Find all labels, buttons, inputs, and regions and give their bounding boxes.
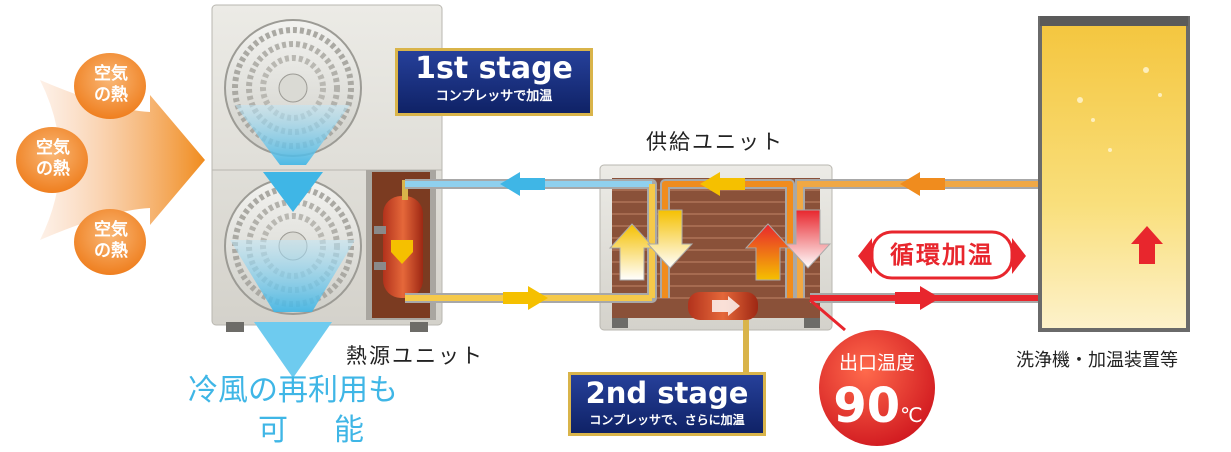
- washer-label: 洗浄機・加温装置等: [1016, 350, 1178, 371]
- heat-source-unit-label: 熱源ユニット: [346, 344, 484, 368]
- stage1-subtitle: コンプレッサで加温: [435, 89, 553, 104]
- stage2-compressor: [688, 292, 758, 372]
- stage2-box: 2nd stage コンプレッサで、さらに加温: [568, 372, 766, 436]
- stage1-title: 1st stage: [415, 51, 573, 86]
- outlet-temp-label: 出口温度: [838, 352, 915, 374]
- cold-air-out-arrow: [254, 322, 332, 378]
- circulation-label: 循環加温: [890, 241, 994, 269]
- water-tank: [1038, 16, 1190, 332]
- flow-arrow-hot: [895, 286, 940, 310]
- cold-air-cone: [235, 105, 350, 165]
- outlet-temp-value: 90: [833, 378, 901, 434]
- flow-arrow-return: [900, 172, 945, 196]
- heat-down-arrow: [784, 209, 832, 269]
- outlet-temp-unit: ℃: [900, 403, 923, 427]
- air-heat-label: 空気の熱: [94, 220, 128, 261]
- outlet-temp-badge: [819, 330, 935, 446]
- cold-air-arrow: [263, 172, 323, 212]
- stage1-box: 1st stage コンプレッサで加温: [395, 48, 593, 116]
- air-heat-bubble: [16, 127, 88, 193]
- air-heat-bubble: [74, 209, 146, 275]
- air-heat-bubble: [74, 53, 146, 119]
- air-heat-label: 空気の熱: [36, 138, 70, 179]
- circulation-badge: [870, 230, 1014, 280]
- flow-arrow-warm: [700, 172, 745, 196]
- cold-air-cone: [230, 240, 355, 312]
- supply-unit-label: 供給ユニット: [646, 130, 784, 154]
- hot-water-rising-arrow: [1131, 226, 1163, 264]
- outlet-temp-value-wrap: 90℃: [828, 378, 928, 434]
- air-inflow-arrow: [40, 80, 205, 240]
- stage2-title: 2nd stage: [585, 376, 749, 410]
- heat-up-arrow: [744, 223, 792, 281]
- flow-arrow-warm: [503, 286, 548, 310]
- cold-air-reuse-line2: 可 能: [258, 413, 372, 448]
- stage2-subtitle: コンプレッサで、さらに加温: [589, 413, 745, 427]
- cold-air-reuse-line1: 冷風の再利用も: [188, 373, 398, 408]
- heat-up-arrow: [608, 223, 656, 281]
- air-heat-label: 空気の熱: [94, 64, 128, 105]
- flow-arrow-cold: [500, 172, 545, 196]
- heat-down-arrow: [646, 209, 694, 269]
